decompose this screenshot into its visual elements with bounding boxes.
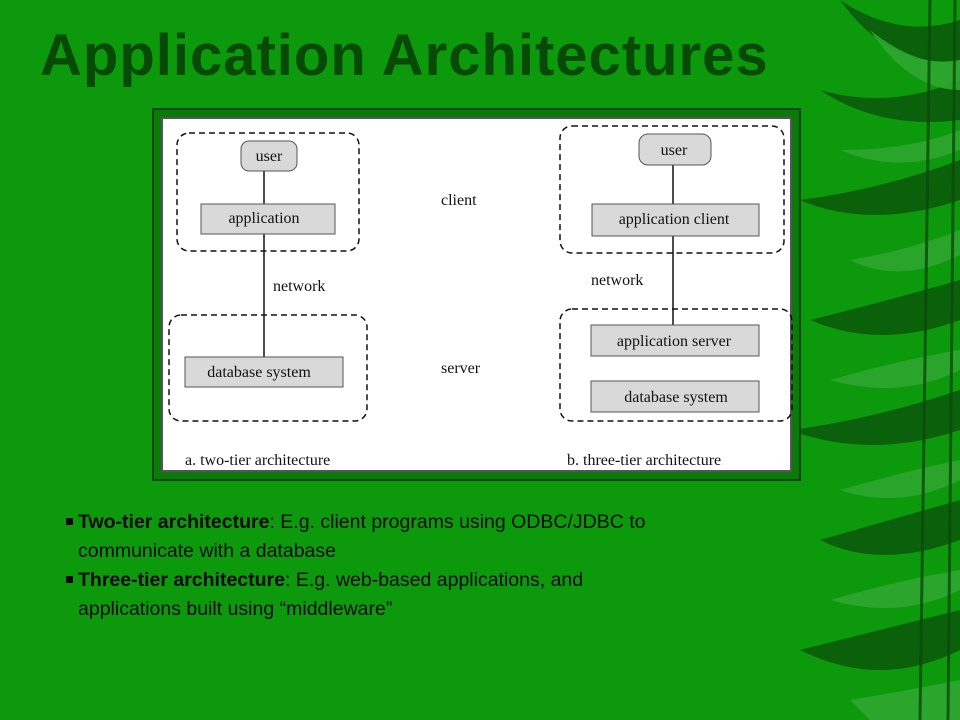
square-bullet-icon [66, 576, 73, 583]
architecture-diagram: user application network database system… [161, 117, 793, 472]
three-tier-caption: b. three-tier architecture [567, 452, 721, 469]
bullet-text-continued: communicate with a database [78, 540, 336, 562]
three-tier-user-label: user [661, 142, 688, 159]
bullet-item: Two-tier architecture: E.g. client progr… [64, 508, 804, 566]
bullet-text: : E.g. client programs using ODBC/JDBC t… [269, 511, 646, 533]
two-tier-caption: a. two-tier architecture [185, 452, 330, 469]
server-tier-label: server [441, 360, 481, 377]
three-tier-application-server-label: application server [617, 333, 732, 350]
two-tier-application-box [200, 203, 336, 235]
two-tier-database-box [184, 356, 344, 388]
bullet-text: : E.g. web-based applications, and [285, 569, 584, 591]
three-tier-user-box [638, 133, 712, 166]
bullet-term: Two-tier architecture [78, 511, 270, 533]
two-tier-network-label: network [273, 278, 325, 295]
two-tier-database-label: database system [207, 364, 311, 381]
two-tier-user-box [240, 140, 298, 172]
bullet-term: Three-tier architecture [78, 569, 285, 591]
three-tier-database-box [590, 380, 760, 413]
three-tier-server-region [559, 308, 793, 422]
three-tier-network-label: network [591, 272, 643, 289]
square-bullet-icon [66, 518, 73, 525]
three-tier-application-client-box [591, 203, 760, 237]
three-tier-application-server-box [590, 324, 760, 357]
two-tier-application-label: application [228, 210, 299, 227]
client-tier-label: client [441, 192, 477, 209]
two-tier-user-label: user [256, 148, 283, 165]
three-tier-database-label: database system [624, 389, 728, 406]
diagram-frame: user application network database system… [152, 108, 801, 481]
slide-title: Application Architectures [40, 23, 769, 88]
two-tier-client-region [176, 132, 360, 252]
three-tier-client-region [559, 125, 785, 254]
three-tier-application-client-label: application client [619, 211, 730, 228]
bullet-text-continued: applications built using “middleware” [78, 598, 393, 620]
diagram-canvas: user application network database system… [168, 125, 793, 469]
two-tier-server-region [168, 314, 368, 422]
bullet-list: Two-tier architecture: E.g. client progr… [64, 508, 804, 624]
bullet-item: Three-tier architecture: E.g. web-based … [64, 566, 804, 624]
bamboo-leaves-decoration [780, 0, 960, 720]
